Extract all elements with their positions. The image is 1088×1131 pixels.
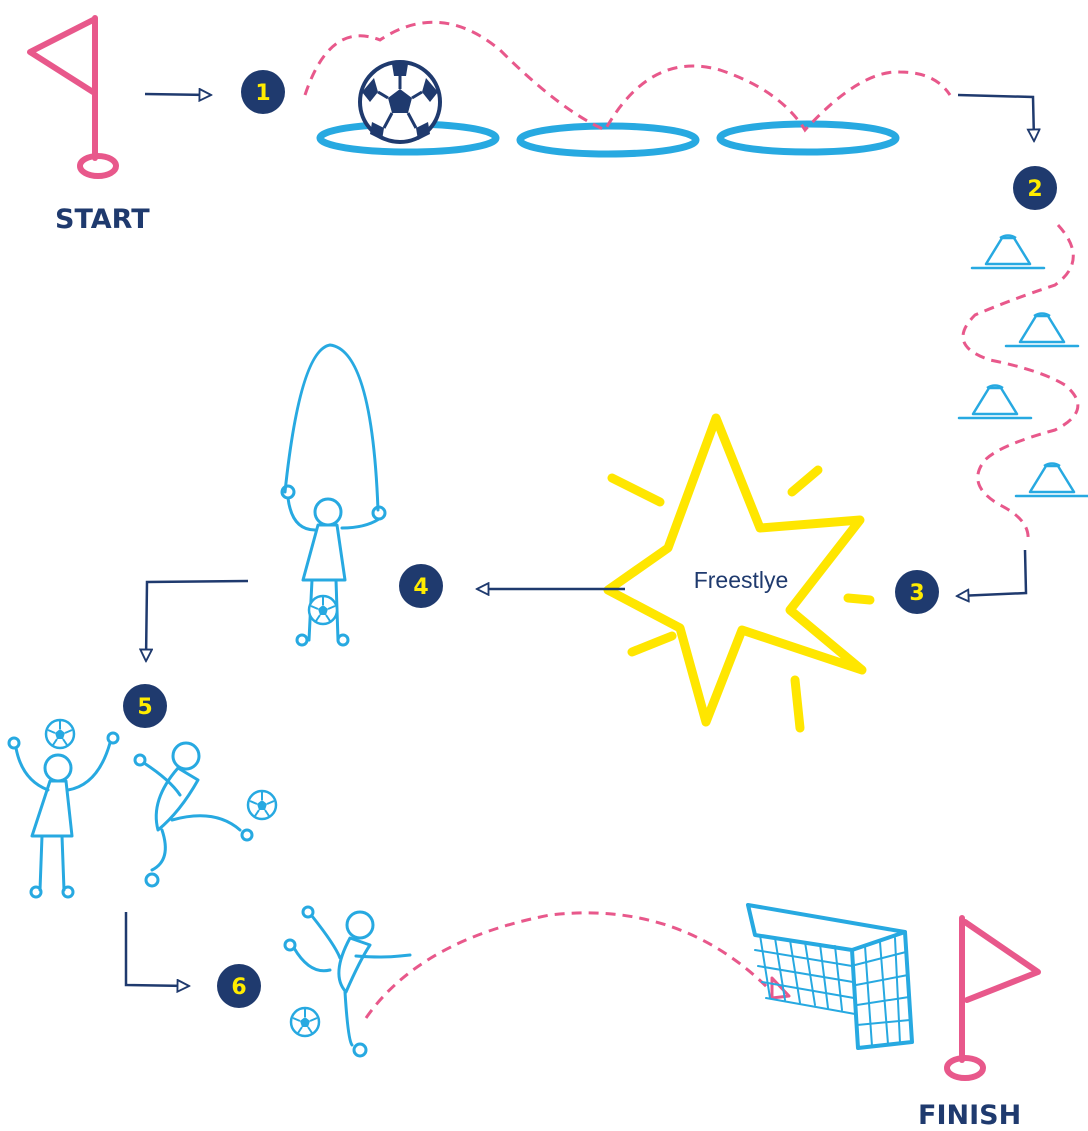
step-4-number: 4: [413, 575, 428, 600]
step-4-badge: 4: [399, 564, 443, 608]
cone-2-icon: [1004, 312, 1080, 348]
volley-ball-icon: [246, 789, 278, 821]
step-6-badge: 6: [217, 964, 261, 1008]
start-flag-icon: [27, 15, 119, 179]
bounce-path: [303, 20, 952, 133]
cone-1-icon: [970, 234, 1046, 270]
arrow-to-step-2: [957, 93, 1034, 140]
cone-4-icon: [1014, 462, 1088, 498]
step-1-badge: 1: [241, 70, 285, 114]
volley-figure-icon: [133, 741, 254, 888]
step-5-badge: 5: [123, 684, 167, 728]
step-2-badge: 2: [1013, 166, 1057, 210]
heading-ball-icon: [44, 718, 76, 750]
cone-icons: [957, 234, 1088, 498]
goal-net-icon: [746, 903, 914, 1050]
freestyle-star-icon: [603, 413, 875, 733]
arrow-to-step-6: [124, 912, 188, 986]
arrow-start-to-step-1: [144, 94, 210, 95]
arrow-to-step-5: [146, 579, 249, 660]
skipping-ball-icon: [307, 594, 339, 626]
soccer-ball-icon: [358, 60, 442, 144]
cone-3-icon: [957, 384, 1033, 420]
finish-label: FINISH: [918, 1100, 1021, 1131]
finish-flag-icon: [944, 915, 1041, 1081]
step-2-number: 2: [1027, 177, 1042, 202]
step-5-number: 5: [137, 695, 152, 720]
heading-figure-icon: [7, 731, 120, 899]
start-label: START: [55, 204, 150, 235]
freestyle-label: Freestlye: [694, 567, 789, 593]
shot-ball-icon: [289, 1006, 321, 1038]
hoop-3-icon: [716, 120, 900, 156]
arrow-to-step-3: [958, 549, 1028, 596]
weave-path: [961, 223, 1080, 541]
step-1-number: 1: [255, 81, 270, 106]
step-3-number: 3: [909, 581, 924, 606]
hoop-2-icon: [516, 122, 700, 158]
shooting-figure-icon: [283, 905, 412, 1058]
step-3-badge: 3: [895, 570, 939, 614]
step-6-number: 6: [231, 975, 246, 1000]
shot-arrow-icon: [770, 976, 791, 1000]
shot-path: [364, 911, 772, 1019]
